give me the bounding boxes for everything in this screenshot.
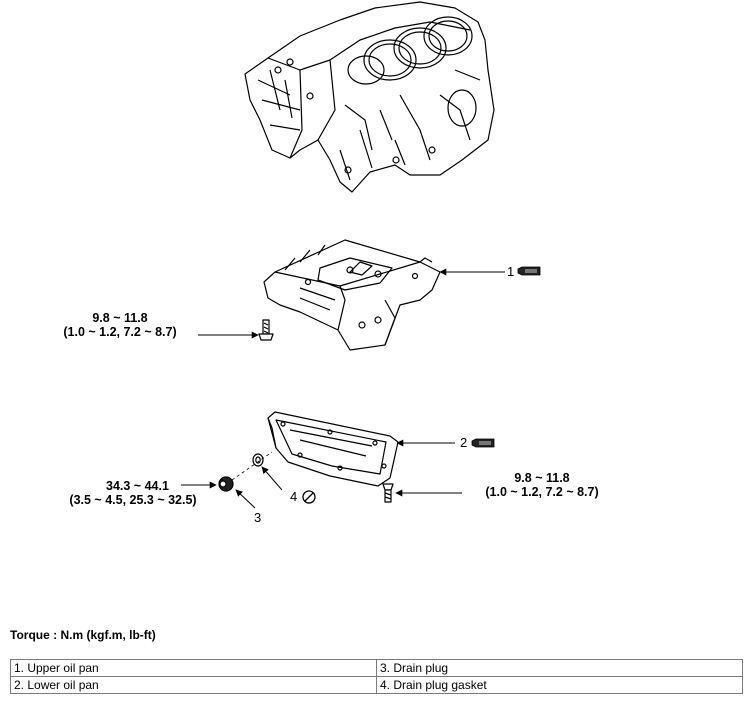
legend-cell: 1. Upper oil pan: [10, 659, 377, 677]
upper-pan-bolt-drawing: [258, 319, 274, 341]
torque-conversion: (1.0 ~ 1.2, 7.2 ~ 8.7): [485, 485, 599, 499]
drain-plug-drawing: [218, 476, 234, 492]
torque-value: 9.8 ~ 11.8: [92, 311, 148, 325]
upper-oil-pan-drawing: [263, 239, 441, 351]
callout-number-1: 1: [507, 264, 515, 279]
callout-number-2: 2: [460, 435, 468, 450]
lower-pan-bolt-torque: 9.8 ~ 11.8 (1.0 ~ 1.2, 7.2 ~ 8.7): [477, 471, 607, 499]
assembly-dashed-line: [231, 451, 273, 481]
drain-plug-torque: 34.3 ~ 44.1 (3.5 ~ 4.5, 25.3 ~ 32.5): [68, 479, 198, 507]
table-row: 1. Upper oil pan 3. Drain plug: [10, 659, 743, 677]
drain-plug-gasket-drawing: [252, 453, 264, 467]
legend-cell: 3. Drain plug: [376, 659, 743, 677]
torque-conversion: (1.0 ~ 1.2, 7.2 ~ 8.7): [63, 325, 177, 339]
torque-units-title: Torque : N.m (kgf.m, lb-ft): [10, 628, 156, 642]
sealant-icon: [471, 438, 495, 448]
no-reuse-icon: [302, 490, 316, 504]
leader-line-3: [235, 489, 256, 509]
torque-value: 9.8 ~ 11.8: [514, 471, 570, 485]
sealant-icon: [517, 266, 541, 276]
torque-conversion: (3.5 ~ 4.5, 25.3 ~ 32.5): [69, 493, 197, 507]
torque-value: 34.3 ~ 44.1: [106, 479, 169, 493]
engine-block-drawing: [244, 1, 495, 193]
callout-number-4: 4: [290, 489, 298, 504]
legend-cell: 2. Lower oil pan: [10, 676, 377, 694]
parts-legend-table: 1. Upper oil pan 3. Drain plug 2. Lower …: [10, 659, 743, 694]
lower-pan-bolt-drawing: [382, 483, 394, 503]
callout-number-3: 3: [254, 510, 262, 525]
legend-cell: 4. Drain plug gasket: [376, 676, 743, 694]
leader-line-4: [261, 466, 283, 491]
upper-pan-bolt-torque: 9.8 ~ 11.8 (1.0 ~ 1.2, 7.2 ~ 8.7): [55, 311, 185, 339]
exploded-view-diagram: 9.8 ~ 11.8 (1.0 ~ 1.2, 7.2 ~ 8.7) 34.3 ~…: [55, 1, 607, 525]
table-row: 2. Lower oil pan 4. Drain plug gasket: [10, 676, 743, 694]
lower-oil-pan-drawing: [267, 411, 399, 487]
